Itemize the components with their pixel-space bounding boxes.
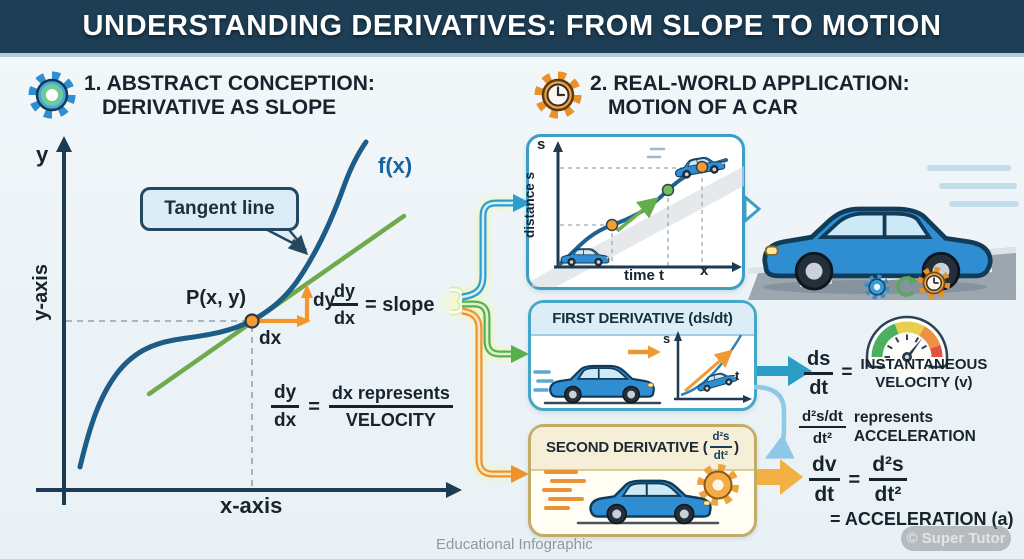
time-axis-label: time t bbox=[624, 267, 665, 284]
slope-equation: dy dx = slope bbox=[331, 282, 435, 327]
x-axis-label: x-axis bbox=[220, 493, 283, 518]
d2s-dt2-fraction: d²s dt² bbox=[869, 454, 907, 505]
acceleration-result: dv dt = d²s dt² bbox=[809, 454, 907, 505]
velocity-result: ds dt = INSTANTANEOUS VELOCITY (v) bbox=[804, 349, 987, 398]
first-derivative-title-bar bbox=[531, 303, 754, 336]
equals-slope-text: = slope bbox=[365, 293, 435, 316]
y-axis-arrowhead bbox=[56, 136, 72, 152]
d2s-dt-fraction: d²s/dt dt² bbox=[799, 409, 846, 446]
blue-car bbox=[765, 209, 991, 289]
curve-to-acceleration bbox=[753, 384, 795, 459]
callout-label: Tangent line bbox=[164, 198, 275, 219]
second-derivative-title-bar bbox=[531, 427, 754, 471]
s-variable-label: s bbox=[537, 136, 546, 153]
car-scene bbox=[748, 165, 1019, 300]
arrow-to-first-derivative bbox=[462, 300, 511, 358]
second-derivative-title: SECOND DERIVATIVE ( d²s dt² ) bbox=[531, 426, 754, 468]
section1-heading-line2: DERIVATIVE AS SLOPE bbox=[102, 96, 337, 119]
equals-sign: = bbox=[841, 362, 853, 384]
acceleration-note-text: represents ACCELERATION bbox=[853, 409, 976, 445]
x-axis-arrowhead bbox=[446, 482, 462, 498]
title-prefix: SECOND DERIVATIVE ( bbox=[546, 438, 708, 456]
section2-heading-line1: 2. REAL-WORLD APPLICATION: bbox=[590, 72, 910, 95]
dy-dx-fraction: dy dx bbox=[331, 282, 359, 327]
x-variable-label: x bbox=[700, 262, 709, 279]
page-title: UNDERSTANDING DERIVATIVES: FROM SLOPE TO… bbox=[82, 10, 942, 42]
dy-label: dy bbox=[313, 290, 336, 311]
ds-dt-fraction: ds dt bbox=[804, 349, 834, 398]
tangent-point bbox=[244, 313, 260, 329]
d2s-dt2-fraction: d²s dt² bbox=[709, 431, 733, 462]
title-suffix: ) bbox=[734, 438, 739, 456]
mini-s-label: s bbox=[663, 331, 671, 346]
y-axis-label: y-axis bbox=[30, 264, 52, 321]
watermark-badge: © Super Tutor bbox=[901, 526, 1011, 551]
arrow-to-distance-panel bbox=[461, 199, 513, 301]
velocity-formula: dy dx = dx represents VELOCITY bbox=[271, 383, 453, 430]
velocity-fraction: dx represents VELOCITY bbox=[328, 384, 453, 429]
arrow-to-acceleration bbox=[757, 459, 803, 495]
panel-tail bbox=[743, 193, 762, 225]
footer-caption: Educational Infographic bbox=[436, 536, 593, 553]
y-variable-label: y bbox=[36, 142, 49, 167]
velocity-text: INSTANTANEOUS VELOCITY (v) bbox=[860, 355, 988, 391]
equals-sign: = bbox=[848, 468, 861, 491]
callout-pointer-arrow bbox=[287, 234, 309, 256]
header-bar: UNDERSTANDING DERIVATIVES: FROM SLOPE TO… bbox=[0, 0, 1024, 57]
equals-sign: = bbox=[308, 395, 320, 418]
mini-t-label: t bbox=[735, 368, 740, 383]
point-label: P(x, y) bbox=[186, 287, 247, 309]
function-label: f(x) bbox=[378, 153, 413, 178]
dv-dt-fraction: dv dt bbox=[809, 454, 840, 505]
road bbox=[748, 247, 1016, 300]
section2-heading-line2: MOTION OF A CAR bbox=[608, 96, 798, 119]
acceleration-note: d²s/dt dt² represents ACCELERATION bbox=[799, 409, 976, 446]
acceleration-result-text: = ACCELERATION (a) bbox=[830, 509, 1014, 529]
first-derivative-title: FIRST DERIVATIVE (ds/dt) bbox=[552, 309, 733, 327]
gear-clock-icon bbox=[917, 266, 951, 300]
distance-axis-label: distance s bbox=[522, 172, 537, 239]
tangent-line-callout: Tangent line bbox=[140, 187, 299, 231]
dx-label: dx bbox=[259, 328, 282, 349]
arrow-to-second-derivative bbox=[461, 307, 511, 478]
gear-clock-icon bbox=[534, 71, 582, 119]
gear-icon bbox=[864, 274, 890, 300]
gear-icon bbox=[28, 71, 76, 119]
section1-heading-line1: 1. ABSTRACT CONCEPTION: bbox=[84, 72, 375, 95]
branch-connectors bbox=[435, 194, 531, 483]
dy-dx-fraction: dy dx bbox=[271, 383, 300, 430]
refresh-icon bbox=[896, 275, 918, 297]
brace-glyph bbox=[449, 286, 465, 316]
